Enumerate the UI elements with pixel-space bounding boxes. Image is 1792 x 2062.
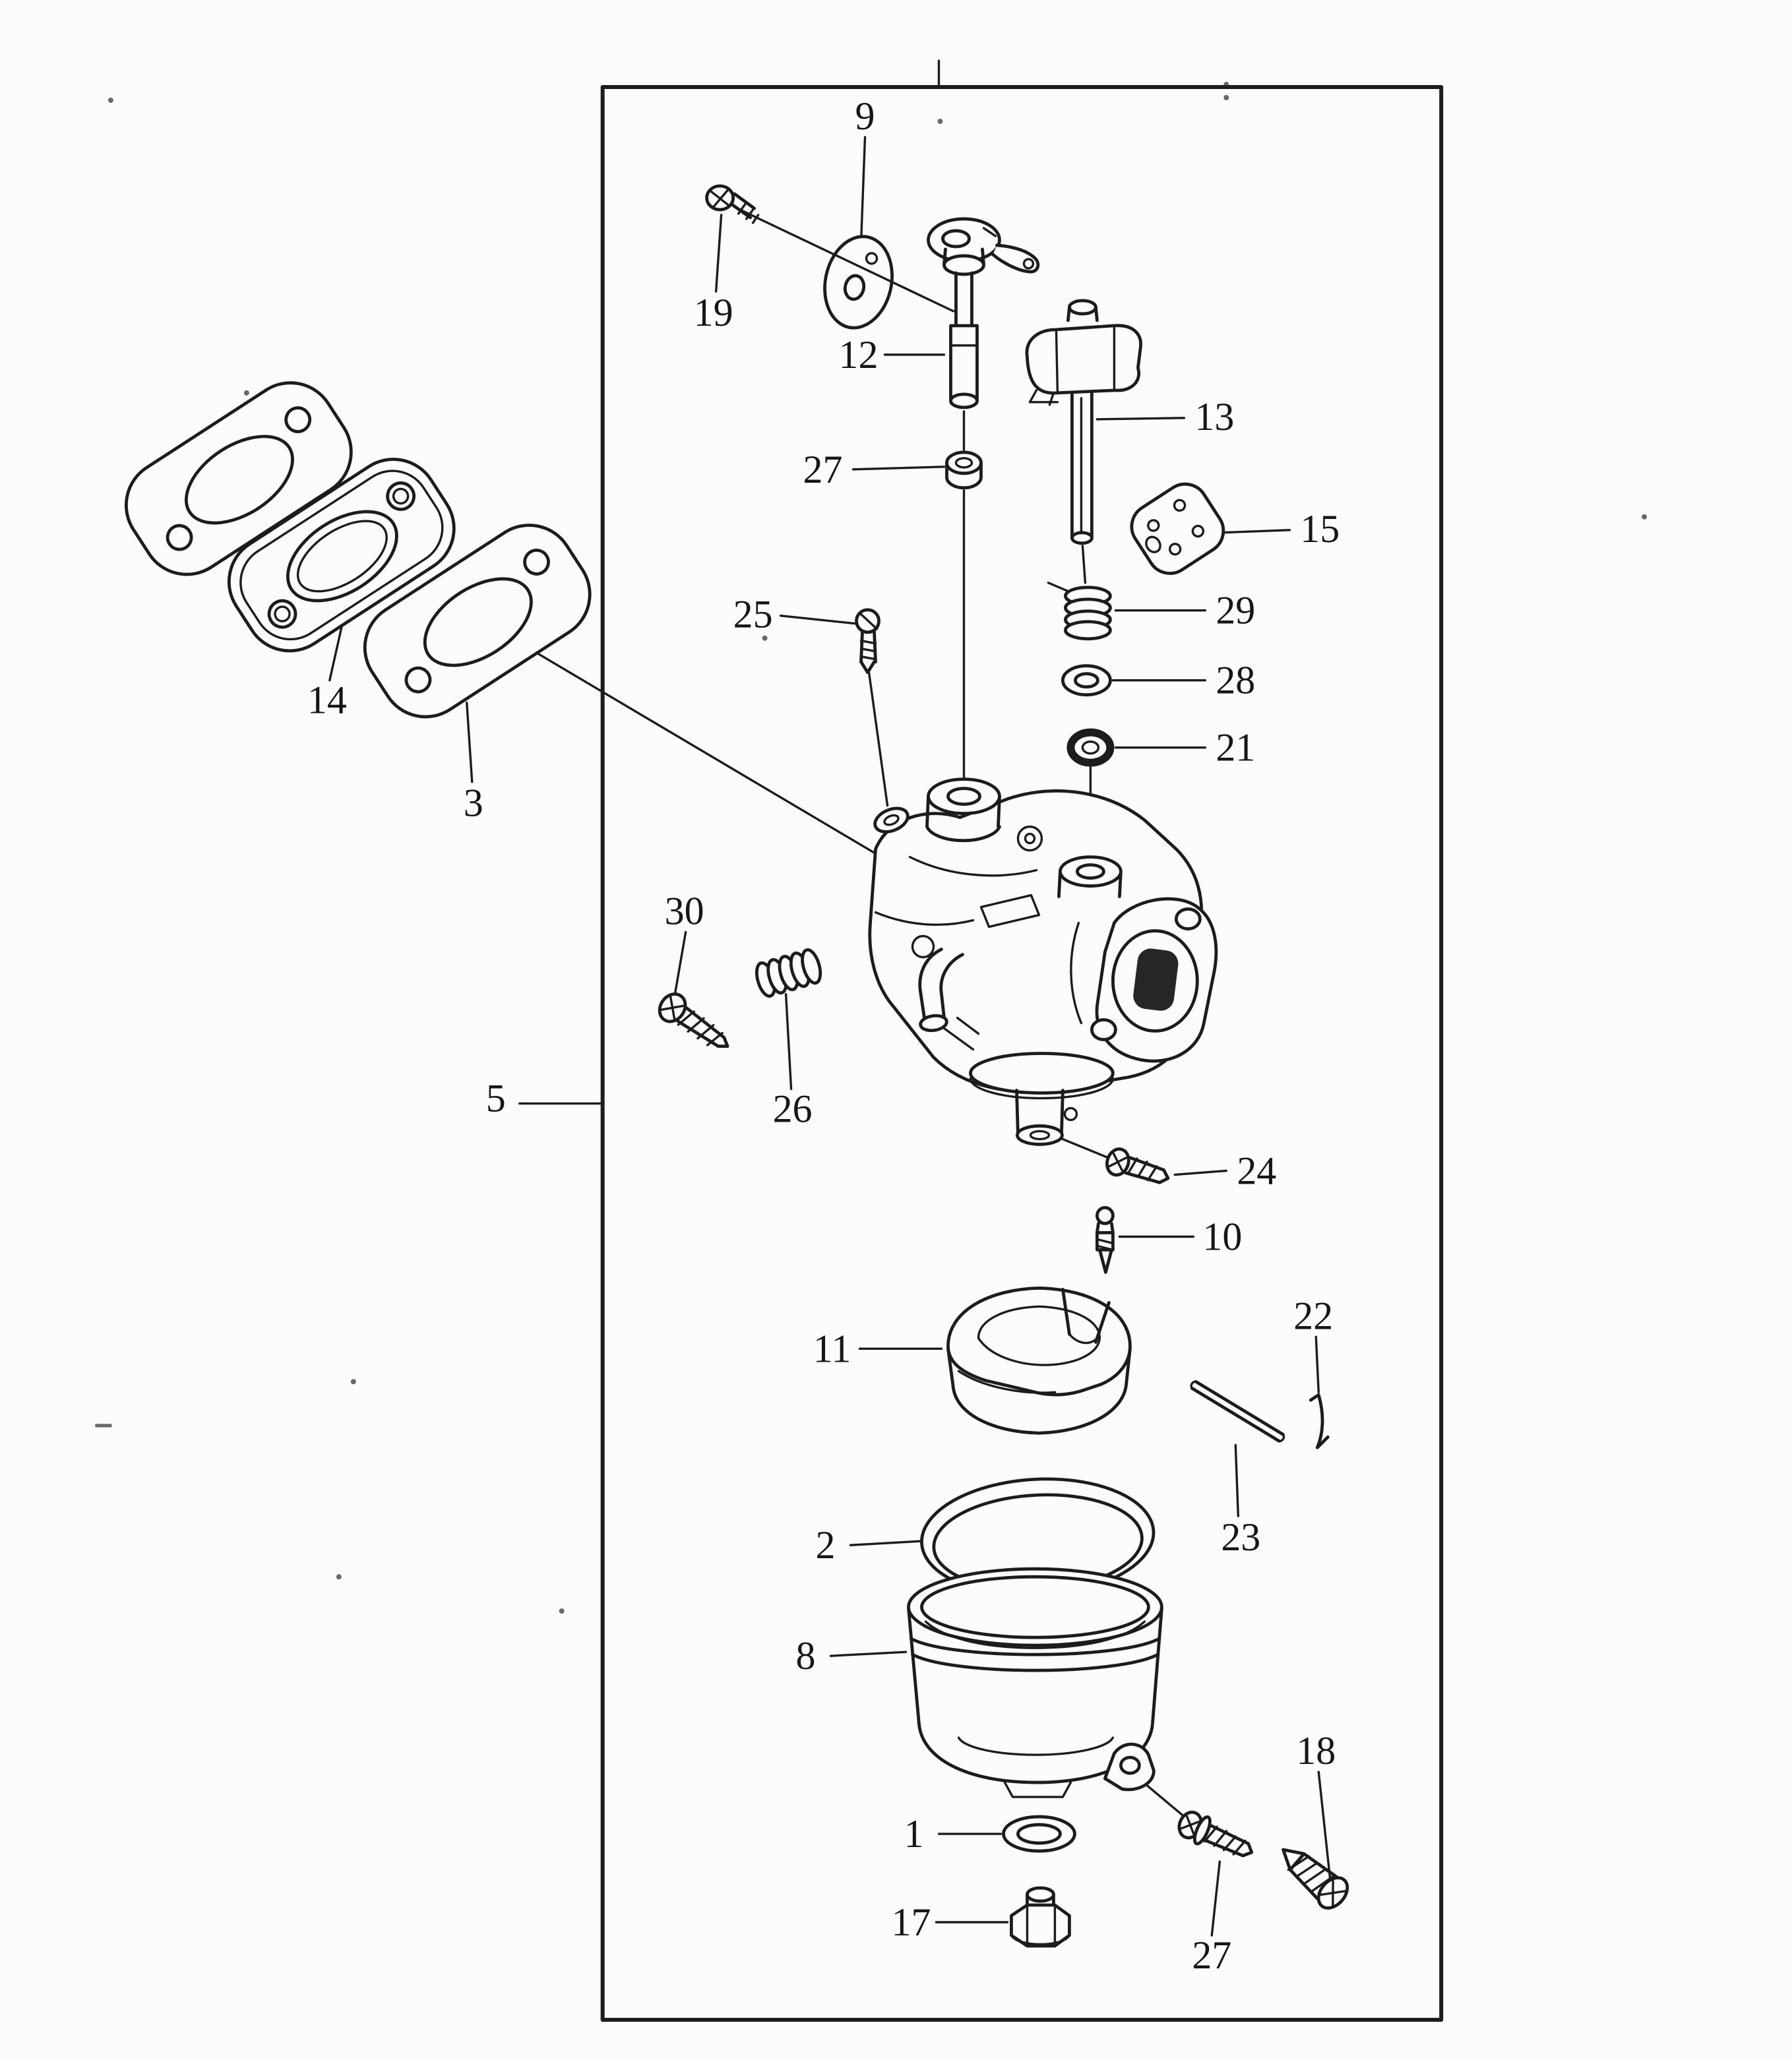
part-8-float-bowl — [907, 1567, 1163, 1798]
part-2-bowl-gasket — [920, 1477, 1156, 1597]
leader-15 — [1218, 529, 1291, 534]
part-24-drain-screw — [1105, 1147, 1170, 1184]
part-29-spring — [1047, 582, 1112, 641]
part-25-pilot-screw — [855, 608, 881, 675]
line-body-to-screw24 — [1055, 1135, 1116, 1162]
leader-30 — [672, 930, 687, 1002]
diagram-frame — [600, 85, 1444, 2022]
assembly-line-choke-screw — [733, 206, 955, 313]
callout-1: 1 — [904, 1812, 923, 1856]
callout-15: 15 — [1300, 507, 1340, 551]
leader-23 — [1234, 1443, 1240, 1517]
leader-8 — [829, 1651, 908, 1657]
callout-10: 10 — [1202, 1215, 1242, 1258]
leader-27a — [851, 466, 946, 471]
part-27-bowl-screw — [1177, 1810, 1254, 1858]
callout-5: 5 — [486, 1076, 506, 1120]
leader-25 — [779, 615, 857, 625]
callout-28: 28 — [1216, 659, 1255, 702]
part-27-collar — [945, 450, 983, 490]
callout-25: 25 — [733, 593, 773, 636]
leader-lines — [328, 136, 1332, 1937]
part-23-float-pin — [1190, 1380, 1285, 1443]
part-18-tapping-screw — [1282, 1848, 1349, 1910]
leader-9 — [859, 136, 867, 244]
leader-22 — [1314, 1335, 1320, 1393]
callout-19: 19 — [694, 291, 733, 334]
part-21-seal — [1066, 728, 1115, 767]
callout-17: 17 — [892, 1900, 931, 1944]
part-26-spring — [755, 948, 822, 998]
part-22-clip — [1309, 1393, 1330, 1449]
part-15-throttle-plate — [1130, 482, 1225, 575]
callout-8: 8 — [796, 1634, 816, 1678]
callout-3: 3 — [464, 781, 483, 825]
callout-22: 22 — [1293, 1294, 1333, 1337]
axis-idle-screw — [867, 671, 889, 807]
leader-27b — [1210, 1860, 1221, 1937]
axis-throttle-upper — [1081, 545, 1087, 584]
callout-labels: 9 19 12 27 13 15 29 28 21 25 14 3 30 26 … — [307, 94, 1340, 1977]
callout-11: 11 — [813, 1327, 851, 1370]
line-art — [94, 59, 1648, 2022]
part-17-bowl-nut — [1010, 1886, 1071, 1948]
callout-29: 29 — [1216, 589, 1255, 632]
callout-27b: 27 — [1192, 1933, 1231, 1977]
callout-12: 12 — [839, 333, 879, 377]
callout-23: 23 — [1221, 1515, 1260, 1559]
part-10-needle-valve — [1095, 1206, 1115, 1274]
callout-2: 2 — [816, 1523, 836, 1567]
leader-24 — [1173, 1169, 1228, 1176]
part-carburetor-body — [868, 777, 1218, 1146]
callout-18: 18 — [1296, 1729, 1336, 1773]
callout-27a: 27 — [803, 448, 843, 491]
callout-21: 21 — [1216, 726, 1255, 770]
callout-13: 13 — [1194, 395, 1234, 439]
leader-18 — [1317, 1771, 1332, 1884]
part-14-insulator-flange — [227, 458, 456, 653]
part-19-screw — [705, 184, 760, 224]
leader-19 — [714, 214, 723, 293]
callout-14: 14 — [307, 679, 347, 722]
callout-30: 30 — [665, 890, 704, 933]
part-9-choke-plate — [823, 235, 894, 330]
leader-2 — [849, 1540, 922, 1546]
leader-26 — [784, 992, 793, 1091]
line-gasket-to-body — [497, 629, 879, 856]
scan-artifacts — [94, 82, 1648, 1614]
part-28-washer — [1061, 664, 1112, 697]
callout-9: 9 — [855, 94, 875, 138]
part-13-throttle-shaft — [1025, 299, 1142, 545]
part-30-screw — [658, 992, 729, 1048]
callout-24: 24 — [1237, 1149, 1276, 1192]
leader-13 — [1096, 417, 1186, 421]
part-1-washer — [1002, 1815, 1076, 1853]
part-11-float — [946, 1286, 1132, 1435]
part-3-gasket-right — [363, 524, 592, 719]
part-3-gasket-left — [124, 381, 353, 576]
part-12-choke-shaft — [927, 217, 1040, 409]
callout-26: 26 — [773, 1087, 813, 1130]
leader-3 — [466, 701, 474, 783]
